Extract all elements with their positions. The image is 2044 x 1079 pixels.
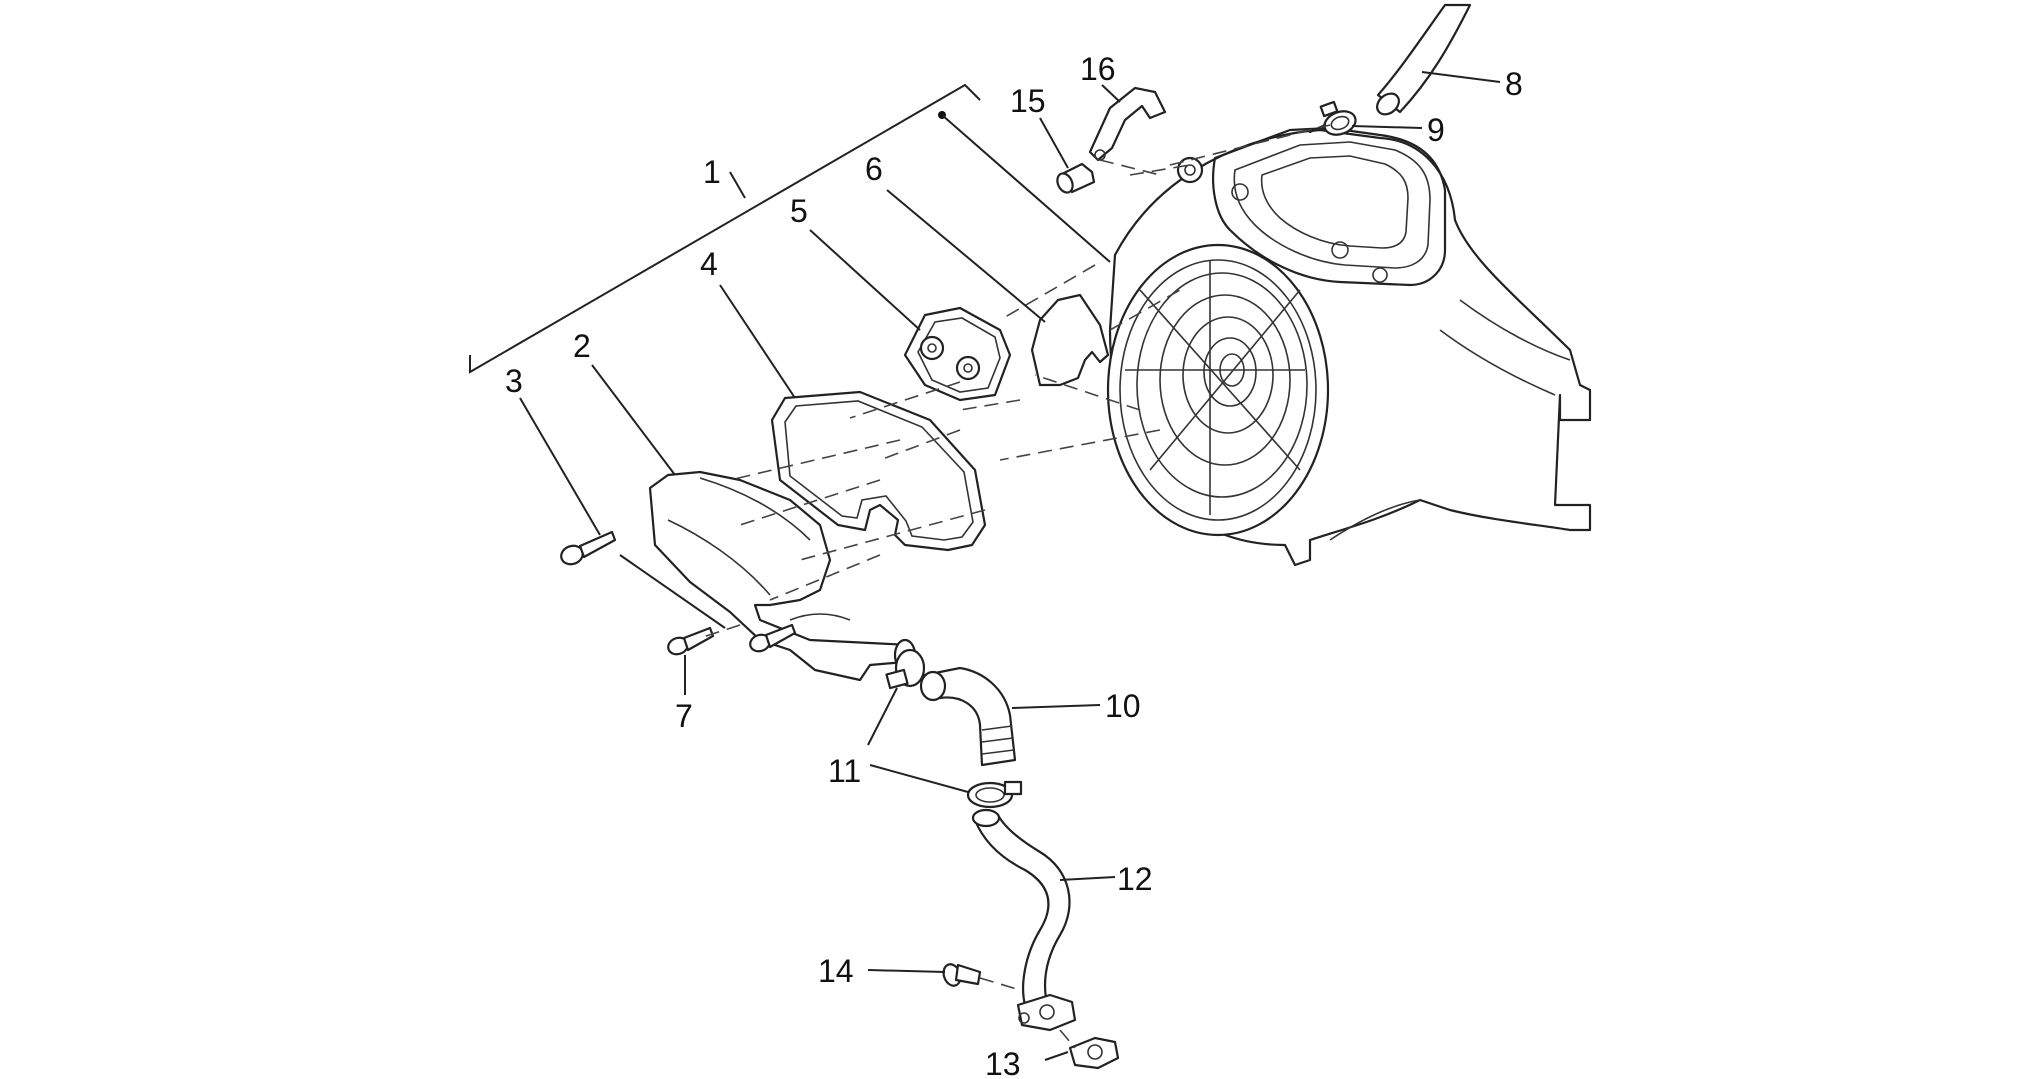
part-9-clamp <box>1308 100 1357 136</box>
part-4-gasket <box>770 390 987 552</box>
callout-14: 14 <box>818 953 854 989</box>
callout-5: 5 <box>790 193 808 229</box>
part-16-bracket <box>1088 86 1167 162</box>
fan-cover-housing <box>1106 126 1592 567</box>
assembly-axes <box>699 124 1331 1049</box>
part-10-elbow-hose <box>919 666 1017 767</box>
callout-6: 6 <box>865 151 883 187</box>
callout-15: 15 <box>1010 83 1046 119</box>
leader-lines <box>469 71 1501 1061</box>
part-6-flap <box>1030 293 1110 387</box>
callout-labels: 1 2 3 4 5 6 7 8 9 10 11 12 13 14 15 16 <box>505 51 1523 1079</box>
callout-1: 1 <box>703 154 721 190</box>
callout-11: 11 <box>828 753 861 789</box>
part-3-screw <box>560 530 617 566</box>
part-13-gasket <box>1068 1036 1120 1070</box>
callout-3: 3 <box>505 363 523 399</box>
part-11-clamps <box>885 648 1023 809</box>
part-7-screws <box>667 623 797 656</box>
callout-4: 4 <box>700 246 718 282</box>
part-8-hose <box>1376 3 1472 116</box>
callout-2: 2 <box>573 328 591 364</box>
callout-7: 7 <box>675 698 693 734</box>
callout-13: 13 <box>985 1046 1021 1079</box>
part-5-valve-plate <box>903 306 1012 402</box>
part-12-pipe <box>971 808 1077 1032</box>
callout-10: 10 <box>1105 688 1141 724</box>
callout-16: 16 <box>1080 51 1116 87</box>
part-15-screw <box>1056 162 1096 194</box>
callout-9: 9 <box>1427 112 1445 148</box>
part-14-bolt <box>942 963 982 987</box>
callout-12: 12 <box>1117 861 1153 897</box>
callout-8: 8 <box>1505 66 1523 102</box>
